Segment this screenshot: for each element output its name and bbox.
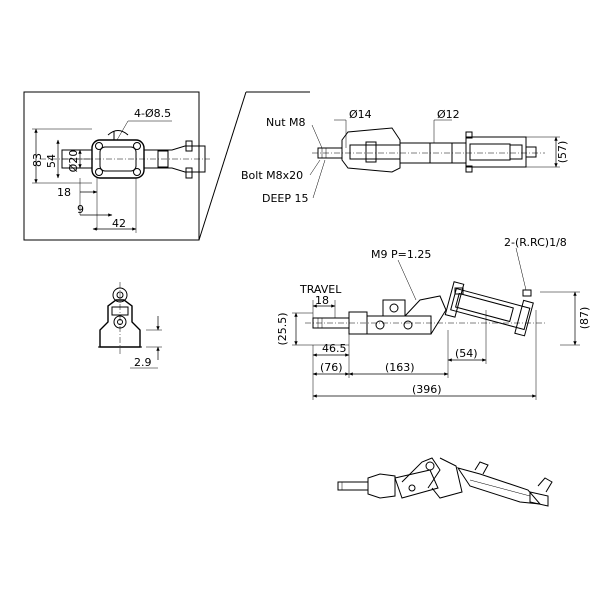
top-view-clamp (40, 130, 210, 179)
dim-54-label: (54) (455, 347, 478, 360)
bolt-label: Bolt M8x20 (241, 169, 303, 182)
dim-76-label: (76) (320, 361, 343, 374)
height-54-label: 54 (45, 154, 58, 168)
isometric-view-clamp (337, 457, 553, 507)
hole-label: 4-Ø8.5 (134, 107, 171, 120)
dim-9-label: 9 (77, 203, 84, 216)
dim-18-label: 18 (57, 186, 71, 199)
thread-label: M9 P=1.25 (371, 248, 431, 261)
end-view-clamp (98, 282, 162, 369)
height-87-label: (87) (578, 307, 591, 330)
callout-view-clamp (312, 127, 545, 173)
nut-label: Nut M8 (266, 116, 306, 129)
deep-label: DEEP 15 (262, 192, 309, 205)
travel-18-label: 18 (315, 294, 329, 307)
port-label: 2-(R.RC)1/8 (504, 236, 567, 249)
dim-396-label: (396) (412, 383, 442, 396)
travel-label: TRAVEL (299, 283, 342, 296)
callout-dimensions (309, 119, 560, 199)
height-25-5-label: (25.5) (276, 312, 289, 345)
side-view-clamp (305, 281, 545, 337)
dim-46-5-label: 46.5 (322, 342, 347, 355)
height-57-label: (57) (556, 141, 569, 164)
dia-14-label: Ø14 (349, 108, 372, 121)
dim-42-label: 42 (112, 217, 126, 230)
top-view-dimensions (32, 120, 172, 233)
dia-12-label: Ø12 (437, 108, 460, 121)
dia-20-label: Ø20 (67, 150, 80, 173)
dim-2-9-label: 2.9 (134, 356, 152, 369)
detail-frame (23, 91, 310, 241)
side-view-dimensions (292, 247, 580, 400)
dim-163-label: (163) (385, 361, 415, 374)
height-83-label: 83 (31, 153, 44, 167)
